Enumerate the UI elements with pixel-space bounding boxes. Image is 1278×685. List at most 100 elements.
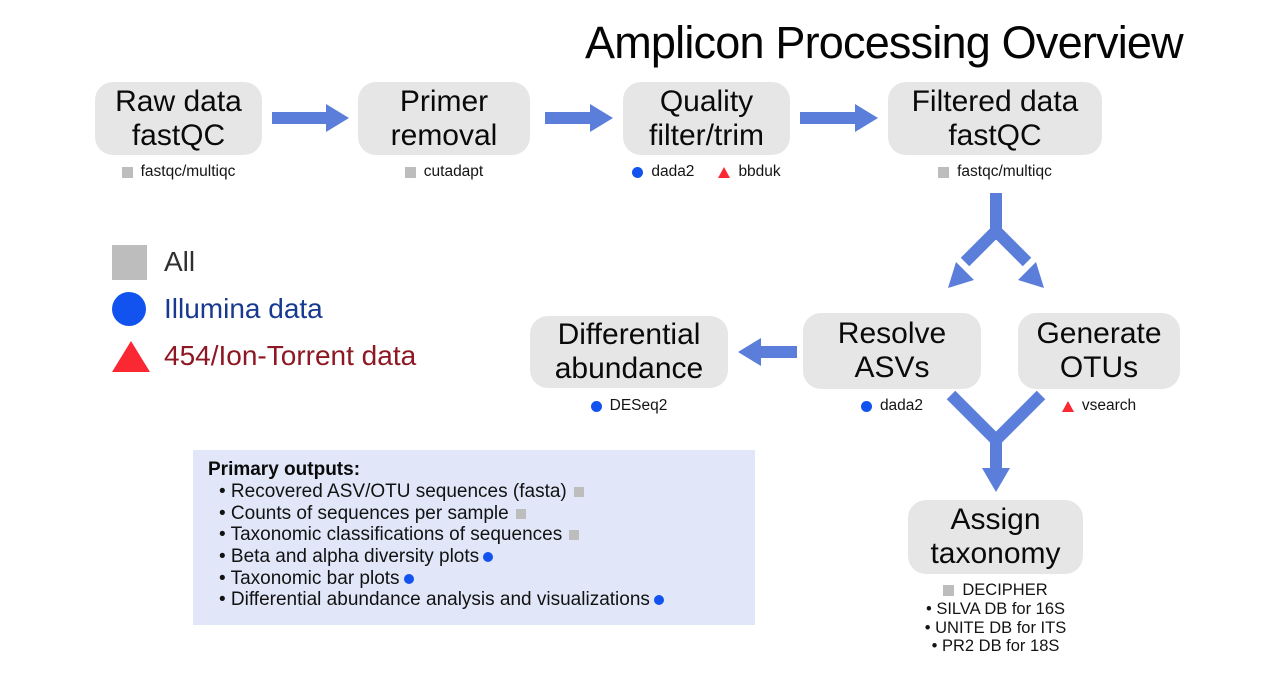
tool-item: bbduk [718,163,781,181]
node-label: Differential [557,318,701,352]
database-item: • PR2 DB for 18S [931,637,1060,656]
arrow-quality-to-filtered [800,104,878,132]
tools-primer-removal: cutadapt [358,163,530,181]
all-marker-icon [938,166,950,178]
illumina-marker-icon [483,551,494,562]
node-label: Primer [399,84,489,118]
all-marker-icon [515,508,526,519]
all-marker-icon [112,244,147,280]
output-text: • Beta and alpha diversity plots [219,546,480,568]
node-label: abundance [554,352,704,385]
tool-label: fastqc/multiqc [140,163,236,180]
database-item: • SILVA DB for 16S [925,600,1066,618]
tool-item: dada2 [860,397,924,415]
output-item: • Taxonomic bar plots [208,568,745,590]
node-differential-abundance: Differential abundance [530,316,728,388]
tool-label: DECIPHER [962,580,1048,599]
tools-differential-abundance: DESeq2 [530,397,728,415]
node-assign-taxonomy: Assign taxonomy [908,500,1083,574]
tools-quality-filter: dada2 bbduk [623,163,790,181]
tool-item: fastqc/multiqc [121,163,236,181]
tools-assign-taxonomy: DECIPHER [908,581,1083,599]
legend-item-iontorrent: 454/Ion-Torrent data [112,337,416,375]
output-text: • Recovered ASV/OTU sequences (fasta) [219,481,567,502]
iontorrent-marker-icon [718,166,731,178]
node-label: fastQC [131,118,226,152]
all-marker-icon [404,166,416,178]
tool-item: fastqc/multiqc [938,163,1052,181]
output-item: • Counts of sequences per sample [208,503,745,525]
tool-item: dada2 [632,163,694,181]
illumina-marker-icon [590,400,602,412]
legend-item-all: All [112,243,416,281]
outputs-title: Primary outputs: [208,459,361,480]
output-text: • Taxonomic classifications of sequences [219,524,563,546]
legend-item-illumina: Illumina data [112,290,416,328]
illumina-marker-icon [860,400,872,412]
node-filtered-data-fastqc: Filtered data fastQC [888,82,1102,155]
illumina-marker-icon [632,166,644,178]
tool-item: cutadapt [404,163,484,181]
all-marker-icon [569,530,580,541]
arrow-raw-to-primer [272,104,349,132]
all-marker-icon [943,584,955,596]
node-label: Filtered data [911,84,1079,118]
tool-item: DESeq2 [590,397,668,415]
illumina-marker-icon [653,595,664,606]
output-item: • Differential abundance analysis and vi… [208,589,745,611]
node-resolve-asvs: Resolve ASVs [803,313,981,389]
node-label: ASVs [854,351,930,384]
node-label: OTUs [1059,351,1139,384]
tools-generate-otus: vsearch [1018,397,1180,415]
node-quality-filter-trim: Quality filter/trim [623,82,790,155]
output-item: • Recovered ASV/OTU sequences (fasta) [208,481,745,503]
tools-filtered-data: fastqc/multiqc [888,163,1102,181]
iontorrent-marker-icon [112,340,150,372]
tools-resolve-asvs: dada2 [803,397,981,415]
node-label: Raw data [115,84,242,118]
node-label: removal [390,118,498,152]
output-text: • Differential abundance analysis and vi… [219,589,650,611]
arrow-resolve-to-differential [738,338,797,366]
legend-label: All [164,246,196,277]
tool-label: DESeq2 [609,397,668,414]
arrow-merge-to-taxonomy [946,390,1046,492]
node-label: Quality [659,84,754,118]
node-raw-data-fastqc: Raw data fastQC [95,82,262,155]
node-label: taxonomy [930,537,1061,570]
tool-label: dada2 [651,163,695,180]
iontorrent-marker-icon [1061,400,1074,412]
arrow-split-filtered-to-asv-otu [948,193,1044,288]
tool-label: bbduk [738,163,781,180]
output-item: • Taxonomic classifications of sequences [208,524,745,546]
illumina-marker-icon [112,292,146,326]
legend-label: Illumina data [164,293,323,324]
tools-raw-data: fastqc/multiqc [95,163,262,181]
node-label: filter/trim [649,118,764,152]
node-label: Generate [1036,317,1162,351]
tool-label: cutadapt [423,163,484,180]
database-item: • UNITE DB for ITS [924,618,1067,637]
tool-item: vsearch [1061,397,1137,415]
primary-outputs-panel: Primary outputs: • Recovered ASV/OTU seq… [193,450,755,625]
legend: All Illumina data 454/Ion-Torrent data [112,243,416,375]
output-item: • Beta and alpha diversity plots [208,546,745,568]
tool-label: vsearch [1081,397,1137,414]
node-primer-removal: Primer removal [358,82,530,155]
output-text: • Counts of sequences per sample [219,502,509,524]
node-label: Resolve [837,317,947,351]
page-title: Amplicon Processing Overview [585,17,1184,68]
all-marker-icon [573,486,584,497]
illumina-marker-icon [403,573,414,584]
node-label: Assign [950,503,1041,537]
taxonomy-database-list: • SILVA DB for 16S • UNITE DB for ITS • … [858,600,1133,656]
arrow-primer-to-quality [545,104,613,132]
tool-label: dada2 [879,397,924,414]
node-label: fastQC [948,118,1042,152]
tool-label: fastqc/multiqc [957,163,1052,180]
node-generate-otus: Generate OTUs [1018,313,1180,389]
tool-item: DECIPHER [943,580,1048,600]
all-marker-icon [121,166,133,178]
legend-label: 454/Ion-Torrent data [164,340,417,371]
